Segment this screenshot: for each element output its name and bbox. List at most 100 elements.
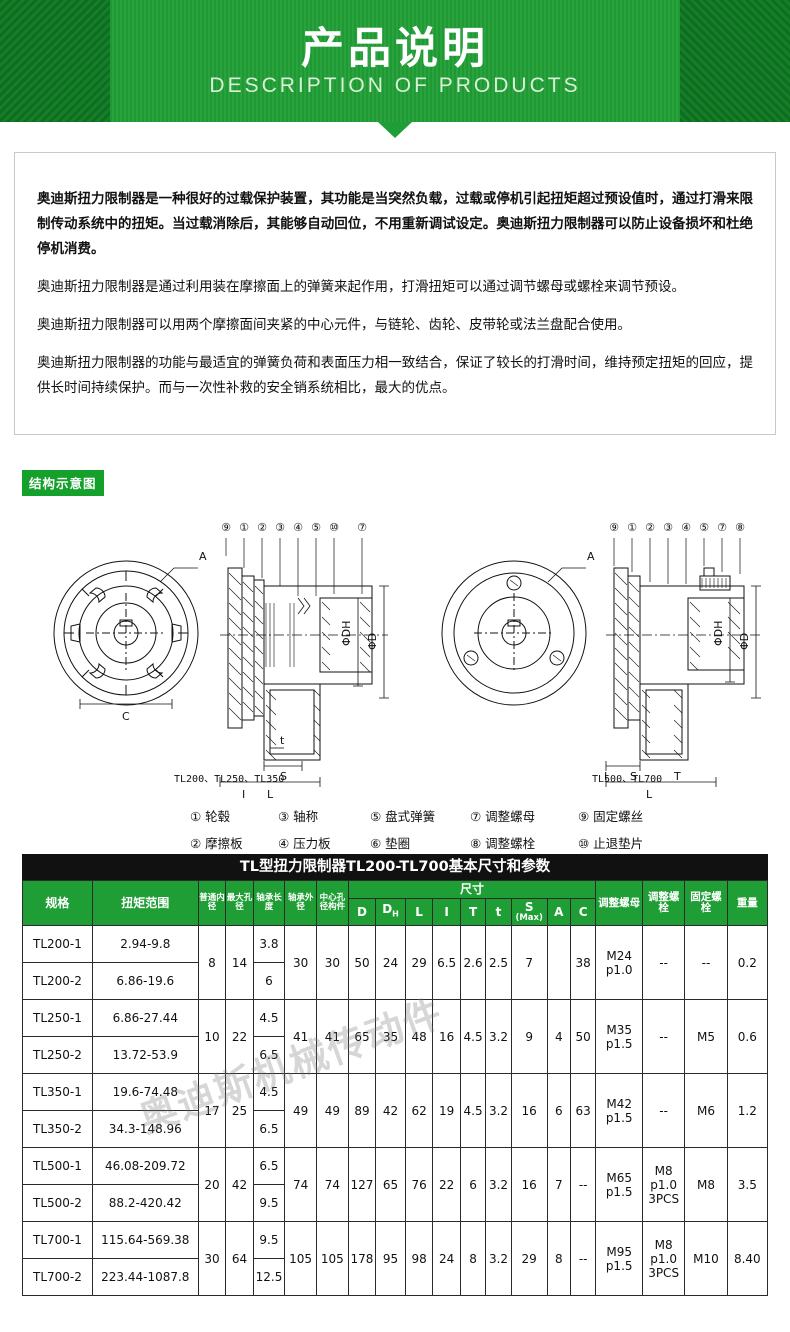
legend-item-2: ② 摩擦板 [190, 836, 243, 851]
page-title: 产品说明 [301, 24, 489, 74]
spec-table-title: TL型扭力限制器TL200-TL700基本尺寸和参数 [22, 854, 768, 880]
cell-I: 19 [432, 1073, 461, 1148]
cell-C: 63 [569, 1073, 597, 1148]
dim-label-D-right: ΦD [738, 633, 751, 650]
cell-bearing-len: 4.5 [252, 999, 286, 1037]
cell-bore-normal: 17 [197, 1073, 227, 1148]
cell-center-id: 74 [315, 1147, 349, 1222]
dim-label-A-left: A [199, 550, 207, 563]
th-torque: 扭矩范围 [91, 880, 199, 926]
table-row: TL500-1 46.08-209.72 20 42 6.5 74 74 127… [22, 1147, 769, 1222]
cell-fix-bolt: M5 [684, 999, 728, 1074]
intro-paragraphs: 奥迪斯扭力限制器是一种很好的过载保护装置，其功能是当突然负载，过载或停机引起扭矩… [15, 153, 775, 401]
callout-right-6: ⑤ [699, 521, 709, 534]
cell-C: -- [569, 1221, 597, 1296]
th-L: L [404, 898, 434, 926]
table-row: TL200-2 6.86-19.6 6 [22, 962, 768, 1000]
dim-label-L-right: L [646, 788, 653, 801]
cell-spec: TL250-1 [22, 999, 93, 1037]
cell-torque: 13.72-53.9 [91, 1036, 199, 1074]
cell-adj-bolt: -- [641, 999, 686, 1074]
cell-I: 16 [432, 999, 461, 1074]
table-row: TL700-1 115.64-569.38 30 64 9.5 105 105 … [22, 1221, 769, 1296]
cell-DH: 35 [375, 999, 406, 1074]
cell-center-id: 41 [315, 999, 349, 1074]
th-dimensions-group: 尺寸 [347, 880, 597, 899]
cell-weight: 0.2 [726, 925, 769, 1000]
cell-t: 3.2 [485, 1147, 512, 1222]
cell-spec: TL250-2 [22, 1036, 93, 1074]
cell-torque: 2.94-9.8 [91, 925, 199, 963]
spec-table-header-row-2: D DH L I T t S(Max) A C [23, 898, 768, 926]
cell-T: 8 [459, 1221, 487, 1296]
cell-bearing-len: 9.5 [252, 1221, 286, 1259]
cell-weight: 1.2 [726, 1073, 769, 1148]
cell-DH: 42 [375, 1073, 406, 1148]
th-T: T [459, 898, 487, 926]
diagram-caption-right: TL500、TL700 [592, 774, 663, 785]
cell-L: 98 [404, 1221, 434, 1296]
intro-box: 奥迪斯扭力限制器是一种很好的过载保护装置，其功能是当突然负载，过载或停机引起扭矩… [14, 152, 776, 435]
callout-left-1: ⑨ [221, 521, 231, 534]
th-adj-nut: 调整螺母 [595, 880, 643, 926]
cell-bore-max: 42 [225, 1147, 254, 1222]
table-row: TL500-2 88.2-420.42 9.5 [22, 1184, 768, 1222]
cell-torque: 19.6-74.48 [91, 1073, 199, 1111]
th-I: I [432, 898, 461, 926]
cell-I: 22 [432, 1147, 461, 1222]
cell-D: 127 [347, 1147, 377, 1222]
th-bearing-len: 轴承长度 [252, 880, 286, 926]
table-row: TL250-1 6.86-27.44 10 22 4.5 41 41 65 35… [22, 999, 769, 1074]
callout-left-7: ⑩ [329, 521, 339, 534]
diagram-caption-left: TL200、TL250、TL350 [174, 774, 285, 785]
dim-label-I-left: I [242, 788, 245, 801]
legend-item-3: ③ 轴称 [278, 809, 319, 824]
table-row: TL350-1 19.6-74.48 17 25 4.5 49 49 89 42… [22, 1073, 769, 1148]
dim-label-DH-right: ΦDH [712, 621, 725, 646]
cell-spec: TL200-2 [22, 962, 93, 1000]
cell-T: 4.5 [459, 1073, 487, 1148]
th-A: A [546, 898, 571, 926]
cell-T: 4.5 [459, 999, 487, 1074]
callout-left-3: ② [257, 521, 267, 534]
cell-bearing-od: 74 [284, 1147, 317, 1222]
th-center-id: 中心孔径构件 [315, 880, 349, 926]
cell-torque: 115.64-569.38 [91, 1221, 199, 1259]
page-header: 产品说明 DESCRIPTION OF PRODUCTS [0, 0, 790, 122]
cell-D: 65 [347, 999, 377, 1074]
callout-left-2: ① [239, 521, 249, 534]
legend-item-5: ⑤ 盘式弹簧 [370, 809, 436, 824]
callout-right-4: ③ [663, 521, 673, 534]
cell-fix-bolt: M8 [684, 1147, 728, 1222]
cell-bearing-len: 6 [252, 962, 286, 1000]
cell-A: 8 [546, 1221, 571, 1296]
callout-right-1: ⑨ [609, 521, 619, 534]
spec-table: 规格 扭矩范围 普通内径 最大孔径 轴承长度 轴承外径 中心孔径构件 尺寸 调整… [22, 880, 769, 1296]
cell-A: 6 [546, 1073, 571, 1148]
dim-label-S-right: S [630, 770, 637, 783]
section-label-structure-diagram: 结构示意图 [22, 470, 104, 496]
th-bore-max: 最大孔径 [225, 880, 254, 926]
cell-fix-bolt: M6 [684, 1073, 728, 1148]
cell-bearing-len: 3.8 [252, 925, 286, 963]
th-adj-bolt: 调整螺栓 [641, 880, 686, 926]
legend-item-7: ⑦ 调整螺母 [470, 809, 536, 824]
table-row: TL350-2 34.3-148.96 6.5 [22, 1110, 768, 1148]
cell-L: 48 [404, 999, 434, 1074]
cell-D: 178 [347, 1221, 377, 1296]
legend-item-4: ④ 压力板 [278, 836, 331, 851]
th-fix-bolt: 固定螺栓 [684, 880, 728, 926]
cell-spec: TL350-1 [22, 1073, 93, 1111]
cell-A [546, 925, 571, 1000]
cell-L: 62 [404, 1073, 434, 1148]
structure-diagram: ⑨ ① ② ③ ④ ⑤ ⑩ ⑦ ⑨ ① ② ③ ④ ⑤ ⑦ ⑧ A C ΦDH … [14, 498, 776, 853]
th-t: t [485, 898, 512, 926]
cell-adj-nut: M65 p1.5 [595, 1147, 643, 1222]
cell-t: 3.2 [485, 1073, 512, 1148]
cell-S: 16 [510, 1147, 548, 1222]
cell-adj-bolt: -- [641, 1073, 686, 1148]
cell-t: 3.2 [485, 1221, 512, 1296]
callout-right-7: ⑦ [717, 521, 727, 534]
cell-bearing-len: 6.5 [252, 1110, 286, 1148]
cell-bore-normal: 10 [197, 999, 227, 1074]
